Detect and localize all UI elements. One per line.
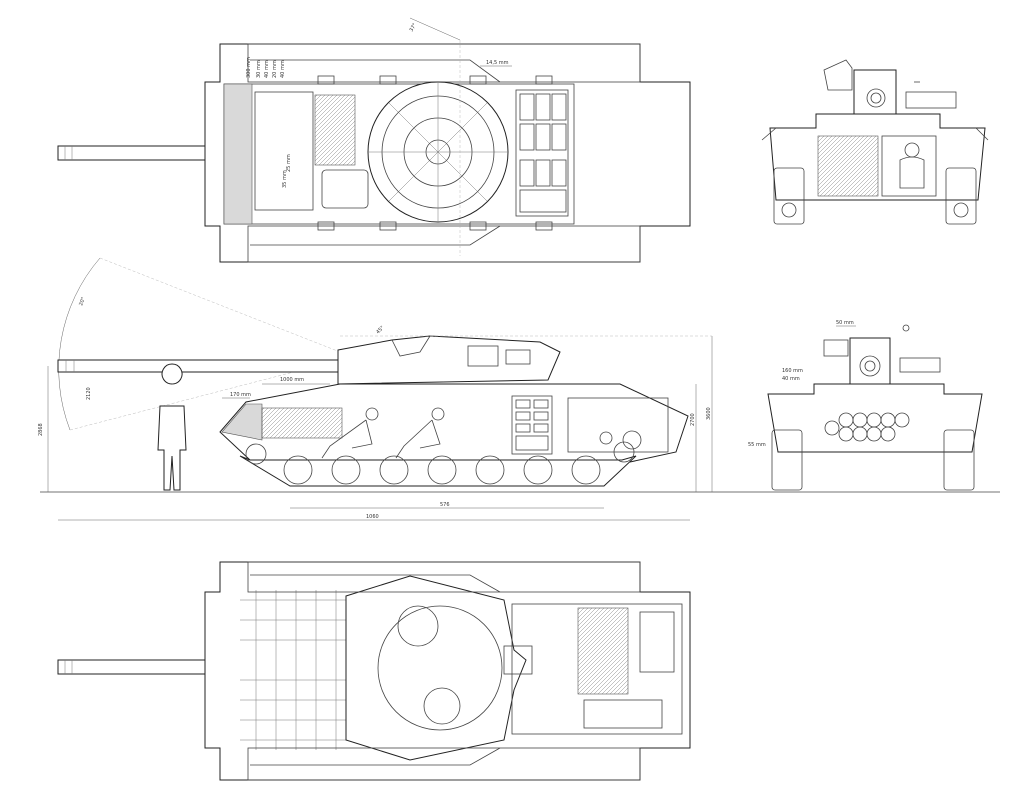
side-ammo-carousel xyxy=(511,395,553,455)
side-turret xyxy=(337,335,561,385)
human-scale-figure xyxy=(157,363,187,491)
top-offset-2: 30 mm xyxy=(256,60,262,78)
side-hull-height: 2700 xyxy=(690,413,696,426)
bottom-turret-shell xyxy=(345,575,527,761)
front-hull xyxy=(767,383,983,453)
front-ammo-stack xyxy=(824,412,910,442)
side-road-wheel xyxy=(283,455,313,485)
side-left-height: 2868 xyxy=(38,423,44,436)
side-track xyxy=(239,455,637,487)
side-view-cutaway: 20° xyxy=(38,257,1000,521)
turret-top-plan xyxy=(57,561,691,781)
rear-crew-body xyxy=(899,156,925,189)
top-distance-label: 14,5 mm xyxy=(486,60,509,66)
top-small-a: 25 mm xyxy=(286,154,292,172)
top-offset-5: 40 mm xyxy=(280,60,286,78)
bottom-gun-barrel xyxy=(57,659,221,675)
top-gun-barrel xyxy=(57,145,221,161)
side-gunner-head xyxy=(431,407,445,421)
rear-commander-cupola xyxy=(823,59,853,91)
rear-right-track xyxy=(945,167,977,225)
side-turret-angle: 45° xyxy=(375,325,386,336)
side-track-length: 576 xyxy=(440,502,450,508)
front-side-c: 55 mm xyxy=(748,442,766,448)
bottom-gunner-hatch xyxy=(423,687,461,725)
elevation-angle-label: 20° xyxy=(78,296,87,307)
side-engine-block xyxy=(567,397,669,453)
side-driver-head xyxy=(365,407,379,421)
side-muzzle-offset: 170 mm xyxy=(230,392,251,398)
top-ammo-racks xyxy=(515,89,569,217)
rear-left-track xyxy=(773,167,805,225)
rear-fuel-tank xyxy=(817,135,879,197)
top-front-armor xyxy=(223,83,253,225)
bottom-turret-ring xyxy=(377,605,503,731)
top-fuel-tank xyxy=(314,94,356,166)
top-driver-seat xyxy=(321,169,369,209)
side-total-height: 3600 xyxy=(706,407,712,420)
top-angle-label: 37° xyxy=(409,22,419,33)
bottom-engine-deck xyxy=(511,603,683,735)
side-turret-sight xyxy=(467,345,499,367)
bottom-armor-grid xyxy=(240,590,360,750)
top-offset-1: 300 mm xyxy=(246,57,252,78)
side-overall-length: 1060 xyxy=(366,514,379,520)
front-right-track xyxy=(943,429,975,491)
side-ground-clear: 2120 xyxy=(86,387,92,400)
rear-view-section xyxy=(761,59,989,225)
bottom-commander-hatch xyxy=(397,605,439,647)
side-gun-barrel xyxy=(57,359,347,373)
front-top-dim: 50 mm xyxy=(836,320,854,326)
top-right-fender xyxy=(247,225,641,263)
front-side-a: 160 mm xyxy=(782,368,803,374)
top-small-b: 35 mm xyxy=(282,170,288,188)
front-left-track xyxy=(771,429,803,491)
front-view-section: 50 mm 160 mm 40 mm 55 mm xyxy=(748,320,983,491)
side-front-armor xyxy=(221,403,263,441)
top-offset-4: 20 mm xyxy=(272,60,278,78)
side-barrel-length: 1000 mm xyxy=(280,377,304,383)
front-cupola xyxy=(823,339,849,357)
top-offset-3: 40 mm xyxy=(264,60,270,78)
bottom-radiator-grille xyxy=(577,607,629,695)
elevation-arc xyxy=(58,257,101,431)
front-side-b: 40 mm xyxy=(782,376,800,382)
rear-turret-box xyxy=(853,69,897,115)
top-view-plan: 37° 14,5 mm 300 mm 30 mm 40 mm 20 mm 40 … xyxy=(57,17,691,263)
front-turret-box xyxy=(849,337,891,391)
